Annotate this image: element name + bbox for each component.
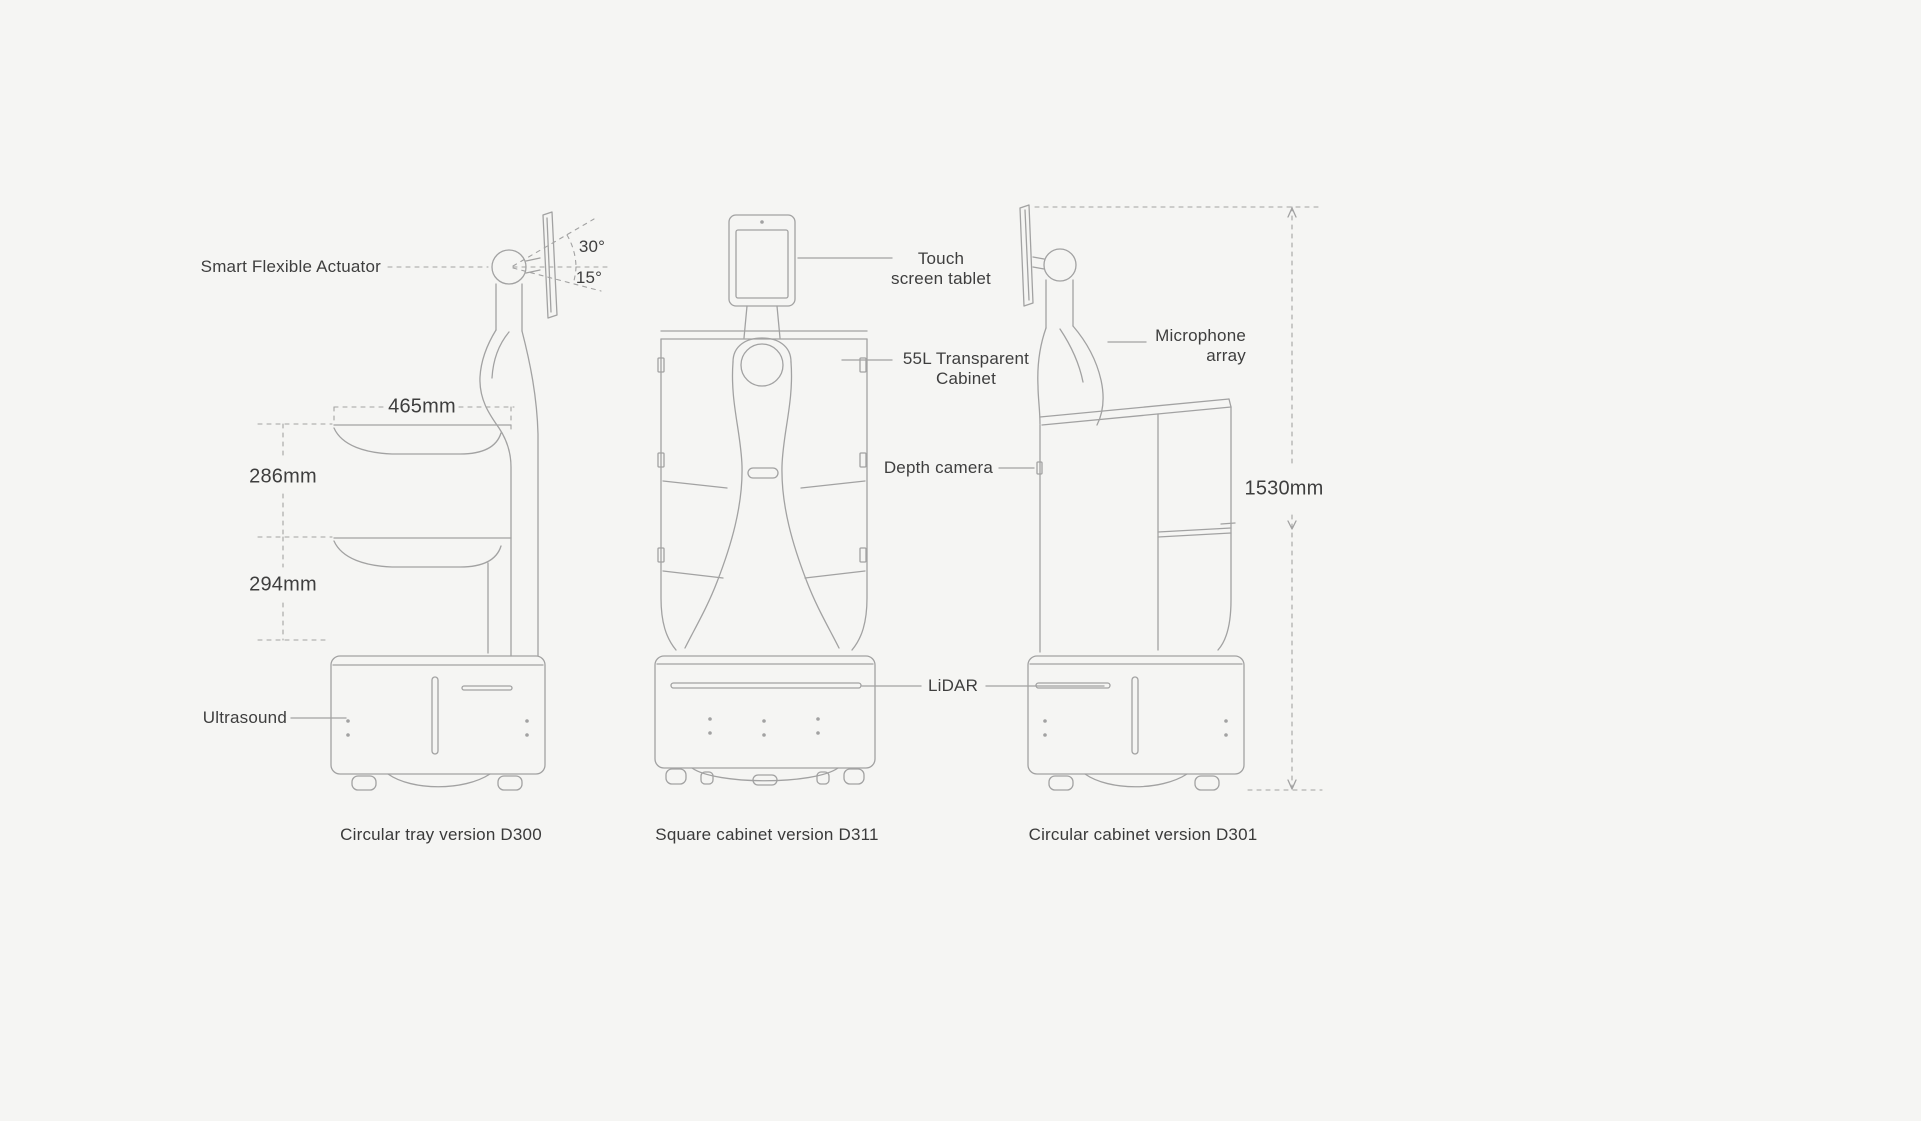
transparent-cabinet-label: 55L Transparent Cabinet [903,349,1029,389]
ultrasound-label: Ultrasound [202,708,287,727]
leader-lines [290,257,1147,719]
robot-d301-drawing [1019,204,1245,791]
smart-flexible-actuator-label: Smart Flexible Actuator [200,257,381,276]
tilt-down-angle-label: 15° [575,268,603,287]
lidar-label: LiDAR [927,676,979,695]
tilt-angle-annotation [512,218,611,292]
caption-d300: Circular tray version D300 [340,825,542,844]
microphone-array-label: Microphone array [1155,326,1246,366]
transparent-cabinet-line2: Cabinet [936,369,996,388]
tray-width-dimension: 465mm [388,395,456,418]
caption-d311: Square cabinet version D311 [655,825,879,844]
microphone-array-line2: array [1206,346,1246,365]
tilt-up-angle-label: 30° [578,237,606,256]
microphone-array-line1: Microphone [1155,326,1246,345]
dimension-lines-right [1034,206,1323,791]
dimension-lines-left [257,406,515,641]
robot-d300-drawing [330,211,558,791]
touch-screen-tablet-line1: Touch [917,249,965,268]
total-height-dimension: 1530mm [1244,477,1324,500]
depth-camera-label: Depth camera [883,458,993,477]
transparent-cabinet-line1: 55L Transparent [902,349,1030,368]
touch-screen-tablet-line2: screen tablet [891,269,991,288]
robot-d311-drawing [654,214,876,786]
lower-gap-dimension: 294mm [249,573,317,596]
upper-gap-dimension: 286mm [249,465,317,488]
touch-screen-tablet-label: Touch screen tablet [891,249,991,289]
caption-d301: Circular cabinet version D301 [1028,825,1258,844]
